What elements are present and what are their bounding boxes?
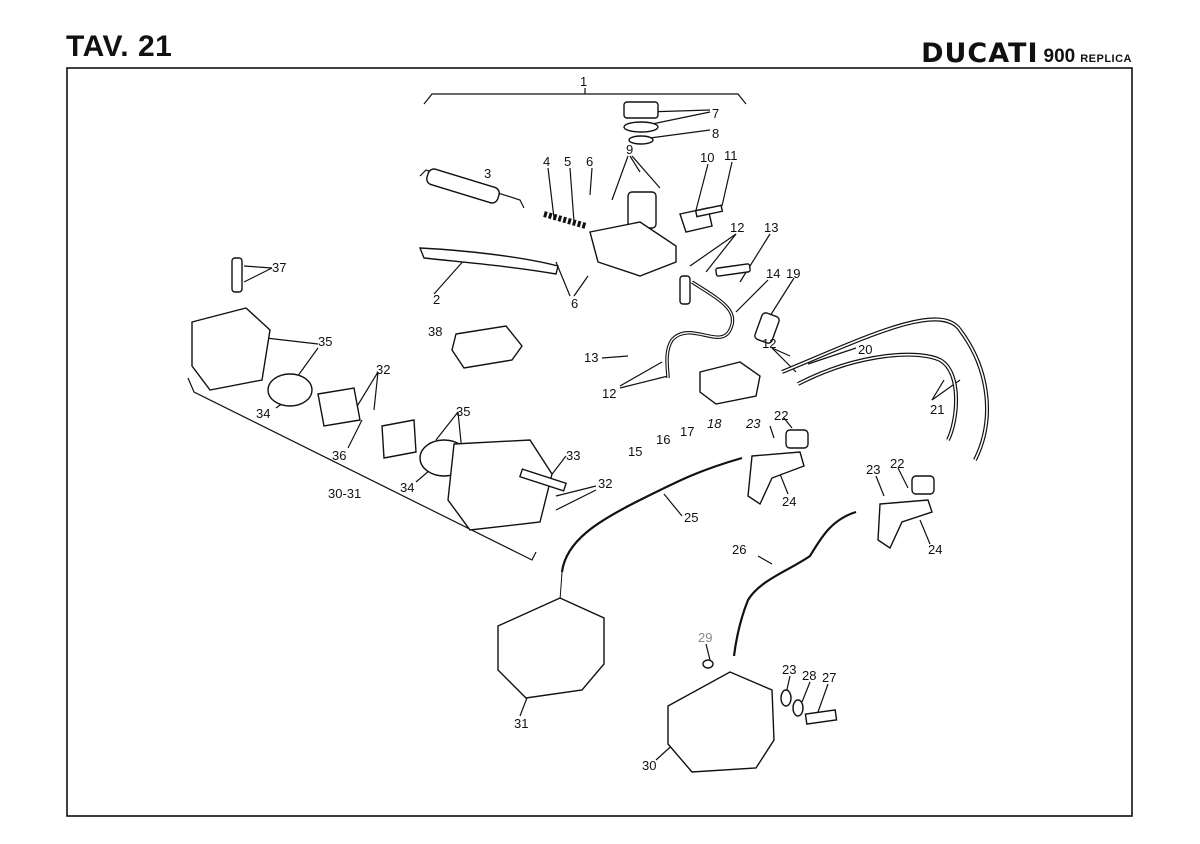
- callout-26: 26: [732, 542, 746, 557]
- callout-34-right: 34: [400, 480, 414, 495]
- caliper-mount-bolt: [804, 709, 838, 725]
- lock-washer: [792, 699, 804, 717]
- brand-block: DUCATI 900 REPLICA: [921, 40, 1132, 68]
- callout-1: 1: [580, 74, 587, 89]
- callout-30: 30: [642, 758, 656, 773]
- callout-labels: 1 2 3 4 5 6 6 7 8 9 10 11 12 12 12 13 13…: [256, 74, 944, 773]
- caliper-bolt: [519, 468, 567, 492]
- callout-36: 36: [332, 448, 346, 463]
- callout-21: 21: [930, 402, 944, 417]
- callout-33: 33: [566, 448, 580, 463]
- plate-title: TAV. 21: [66, 30, 173, 63]
- callout-34-left: 34: [256, 406, 270, 421]
- callout-24-left: 24: [782, 494, 796, 509]
- brake-pad-inner: [381, 419, 417, 459]
- hose-bracket-right: [877, 499, 933, 550]
- spacer-washer: [780, 689, 792, 707]
- callout-9: 9: [626, 142, 633, 157]
- callout-22-left: 22: [774, 408, 788, 423]
- hydraulic-lines: [559, 280, 989, 657]
- callout-25: 25: [684, 510, 698, 525]
- brake-pad-outer: [317, 387, 361, 427]
- master-cylinder-body: [589, 221, 677, 277]
- callout-12-low: 12: [602, 386, 616, 401]
- return-spring: [543, 211, 587, 229]
- brake-pad-shim: [451, 325, 523, 369]
- callout-23-right: 23: [866, 462, 880, 477]
- callout-8: 8: [712, 126, 719, 141]
- callout-13-low: 13: [584, 350, 598, 365]
- reservoir-cap: [623, 101, 659, 119]
- callout-23-left: 23: [745, 416, 761, 431]
- hose-bracket-left: [747, 451, 805, 506]
- callout-37: 37: [272, 260, 286, 275]
- callout-6-top: 6: [586, 154, 593, 169]
- copper-washer: [702, 659, 714, 669]
- callout-32-low: 32: [598, 476, 612, 491]
- parts-group: [191, 101, 935, 773]
- callout-38: 38: [428, 324, 442, 339]
- brake-caliper-left: [497, 597, 605, 699]
- piston-assembly: [426, 168, 500, 204]
- callout-35-left: 35: [318, 334, 332, 349]
- brake-caliper-right: [667, 671, 775, 773]
- brake-junction: [699, 361, 761, 405]
- cap-gasket: [623, 121, 659, 133]
- callout-23-caliper: 23: [782, 662, 796, 677]
- callout-28: 28: [802, 668, 816, 683]
- drawing-frame: [66, 67, 1133, 817]
- callout-10: 10: [700, 150, 714, 165]
- callout-22-right: 22: [890, 456, 904, 471]
- callout-30-31: 30-31: [328, 486, 361, 501]
- brand-model: 900: [1043, 46, 1076, 67]
- brand-logo: DUCATI: [921, 38, 1039, 69]
- callout-19: 19: [786, 266, 800, 281]
- callout-14: 14: [766, 266, 780, 281]
- callout-27: 27: [822, 670, 836, 685]
- reservoir-seal: [628, 135, 654, 145]
- callout-20: 20: [858, 342, 872, 357]
- banjo-bolt: [715, 263, 751, 277]
- clamp-screw: [694, 204, 724, 218]
- callout-5: 5: [564, 154, 571, 169]
- brand-variant: REPLICA: [1080, 53, 1132, 65]
- banjo-fitting: [679, 275, 691, 305]
- brake-lever: [418, 247, 559, 275]
- bleed-screw: [231, 257, 243, 293]
- callout-29: 29: [698, 630, 712, 645]
- caliper-half-inner: [447, 439, 553, 531]
- callout-15: 15: [628, 444, 642, 459]
- callout-6-bottom: 6: [571, 296, 578, 311]
- hose-sleeve: [754, 312, 780, 344]
- callout-4: 4: [543, 154, 550, 169]
- callout-32-top: 32: [376, 362, 390, 377]
- callout-11: 11: [724, 148, 738, 163]
- callout-3: 3: [484, 166, 491, 181]
- caliper-half-outer: [191, 307, 271, 391]
- callout-24-right: 24: [928, 542, 942, 557]
- callout-17: 17: [680, 424, 694, 439]
- hose-grommet-left: [785, 429, 809, 449]
- callout-16: 16: [656, 432, 670, 447]
- caliper-piston-outer: [267, 373, 313, 407]
- hose-grommet-right: [911, 475, 935, 495]
- callout-2: 2: [433, 292, 440, 307]
- callout-12-top: 12: [730, 220, 744, 235]
- callout-35-right: 35: [456, 404, 470, 419]
- callout-12-mid: 12: [762, 336, 776, 351]
- callout-7: 7: [712, 106, 719, 121]
- callout-31: 31: [514, 716, 528, 731]
- callout-13-top: 13: [764, 220, 778, 235]
- callout-18: 18: [707, 416, 722, 431]
